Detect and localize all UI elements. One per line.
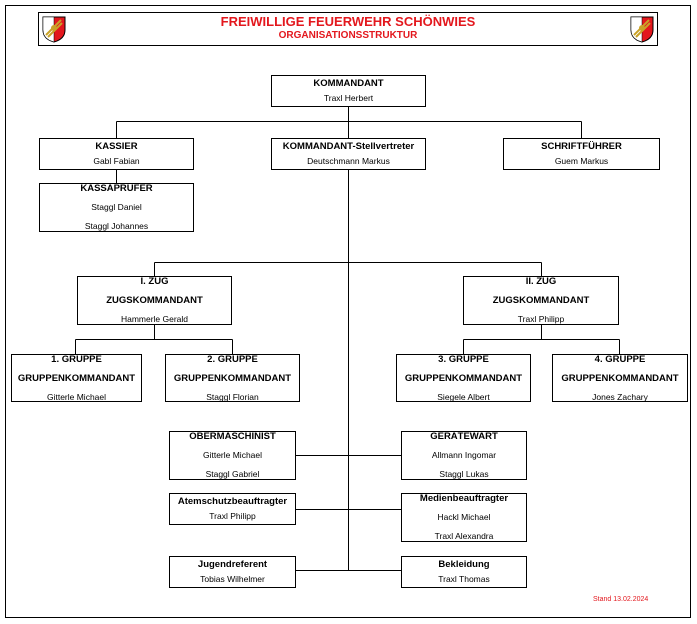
- box-title: KOMMANDANT: [313, 78, 384, 89]
- page-subtitle: ORGANISATIONSSTRUKTUR: [278, 30, 418, 41]
- fire-department-emblem-icon: [630, 16, 654, 43]
- box-jugendreferent: Jugendreferent Tobias Wilhelmer: [169, 556, 296, 588]
- page-frame: [5, 5, 691, 618]
- member-name: Deutschmann Markus: [307, 156, 390, 166]
- member-name: Hammerle Gerald: [120, 314, 189, 324]
- member-name: Allmann Ingomar: [431, 450, 497, 460]
- box-subtitle: GRUPPENKOMMANDANT: [404, 372, 523, 384]
- member-name: Gitterle Michael: [46, 391, 107, 402]
- box-subtitle: GRUPPENKOMMANDANT: [173, 372, 292, 384]
- member-name: Staggl Johannes: [84, 221, 149, 231]
- box-title: Atemschutzbeauftragter: [177, 496, 288, 507]
- box-title: Jugendreferent: [197, 559, 268, 570]
- stand-date: Stand 13.02.2024: [593, 596, 649, 603]
- box-subtitle: ZUGSKOMMANDANT: [106, 295, 203, 306]
- box-title: 3. GRUPPE: [438, 353, 489, 365]
- member-name: Tobias Wilhelmer: [200, 574, 265, 584]
- box-title: Bekleidung: [438, 559, 490, 570]
- member-name: Gitterle Michael: [202, 450, 263, 460]
- box-bekleidung: Bekleidung Traxl Thomas: [401, 556, 527, 588]
- member-name: Staggl Florian: [206, 391, 259, 402]
- box-title: KOMMANDANT-Stellvertreter: [282, 141, 415, 152]
- box-geraetewart: GERÄTEWART Allmann Ingomar Staggl Lukas: [401, 431, 527, 480]
- box-schriftfuehrer: SCHRIFTFÜHRER Guem Markus: [503, 138, 660, 170]
- member-name: Staggl Gabriel: [205, 469, 260, 479]
- box-title: Medienbeauftragter: [419, 493, 509, 504]
- member-name: Traxl Philipp: [209, 511, 256, 521]
- member-name: Traxl Philipp: [517, 314, 565, 324]
- box-subtitle: ZUGSKOMMANDANT: [492, 295, 590, 306]
- box-obermaschinist: OBERMASCHINIST Gitterle Michael Staggl G…: [169, 431, 296, 480]
- header-banner: FREIWILLIGE FEUERWEHR SCHÖNWIES ORGANISA…: [38, 12, 658, 46]
- member-name: Hackl Michael: [437, 512, 491, 522]
- box-title: I. ZUG: [140, 276, 169, 287]
- member-name: Gabl Fabian: [93, 156, 140, 166]
- box-kommandant: KOMMANDANT Traxl Herbert: [271, 75, 426, 107]
- box-title: 1. GRUPPE: [51, 353, 102, 365]
- box-subtitle: GRUPPENKOMMANDANT: [17, 372, 136, 384]
- fire-department-emblem-icon: [42, 16, 66, 43]
- member-name: Jones Zachary: [592, 391, 648, 402]
- box-kommandant-stellvertreter: KOMMANDANT-Stellvertreter Deutschmann Ma…: [271, 138, 426, 170]
- box-kassier: KASSIER Gabl Fabian: [39, 138, 194, 170]
- box-gruppe-4: 4. GRUPPE GRUPPENKOMMANDANT Jones Zachar…: [552, 354, 688, 402]
- box-gruppe-2: 2. GRUPPE GRUPPENKOMMANDANT Staggl Flori…: [165, 354, 300, 402]
- box-title: KASSIER: [95, 141, 138, 152]
- member-name: Staggl Lukas: [439, 469, 489, 479]
- box-gruppe-1: 1. GRUPPE GRUPPENKOMMANDANT Gitterle Mic…: [11, 354, 142, 402]
- box-title: KASSAPRÜFER: [80, 183, 153, 194]
- box-gruppe-3: 3. GRUPPE GRUPPENKOMMANDANT Siegele Albe…: [396, 354, 531, 402]
- member-name: Guem Markus: [554, 156, 609, 166]
- box-atemschutzbeauftragter: Atemschutzbeauftragter Traxl Philipp: [169, 493, 296, 525]
- box-title: OBERMASCHINIST: [189, 431, 276, 442]
- box-title: II. ZUG: [525, 276, 557, 287]
- member-name: Traxl Alexandra: [434, 531, 494, 541]
- box-title: GERÄTEWART: [430, 431, 498, 442]
- box-zug-2: II. ZUG ZUGSKOMMANDANT Traxl Philipp: [463, 276, 619, 325]
- page-title: FREIWILLIGE FEUERWEHR SCHÖNWIES: [220, 14, 476, 29]
- box-subtitle: GRUPPENKOMMANDANT: [561, 372, 679, 384]
- member-name: Staggl Daniel: [91, 202, 142, 212]
- member-name: Traxl Thomas: [438, 574, 490, 584]
- member-name: Siegele Albert: [437, 391, 490, 402]
- box-title: SCHRIFTFÜHRER: [541, 141, 622, 152]
- box-title: 2. GRUPPE: [207, 353, 258, 365]
- box-kassapruefer: KASSAPRÜFER Staggl Daniel Staggl Johanne…: [39, 183, 194, 232]
- box-medienbeauftragter: Medienbeauftragter Hackl Michael Traxl A…: [401, 493, 527, 542]
- box-title: 4. GRUPPE: [594, 353, 646, 365]
- member-name: Traxl Herbert: [323, 93, 374, 103]
- box-zug-1: I. ZUG ZUGSKOMMANDANT Hammerle Gerald: [77, 276, 232, 325]
